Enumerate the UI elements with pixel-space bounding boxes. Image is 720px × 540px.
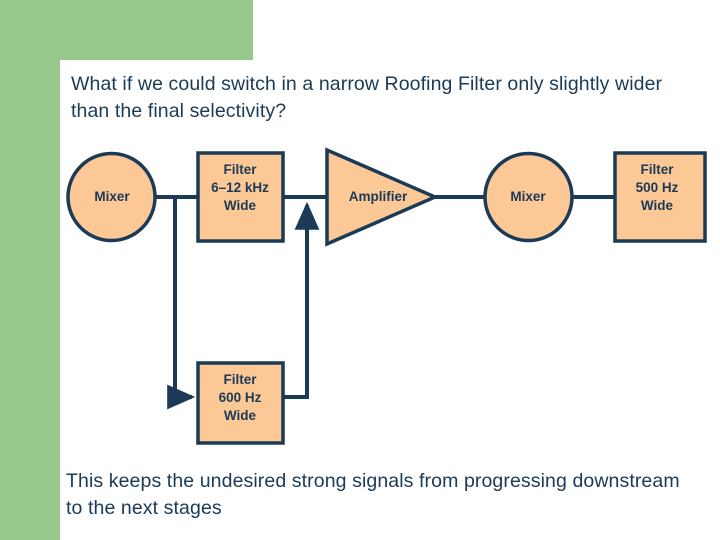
slide-footer-text: This keeps the undesired strong signals … xyxy=(66,470,686,519)
edge-mixer1-to-filter2 xyxy=(167,197,196,410)
accent-green-left-strip xyxy=(0,0,60,540)
edge-filter2-to-amplifier xyxy=(283,201,320,399)
page-title: What if we could switch in a narrow Roof… xyxy=(71,73,668,122)
node-filter-1 xyxy=(196,151,285,243)
node-mixer-1 xyxy=(66,151,157,243)
node-filter-2 xyxy=(196,361,285,445)
slide-content-panel xyxy=(60,60,720,540)
accent-green-top-block xyxy=(0,0,253,60)
node-amplifier xyxy=(325,147,440,247)
node-mixer-2 xyxy=(483,151,574,243)
node-filter-3 xyxy=(613,151,707,243)
